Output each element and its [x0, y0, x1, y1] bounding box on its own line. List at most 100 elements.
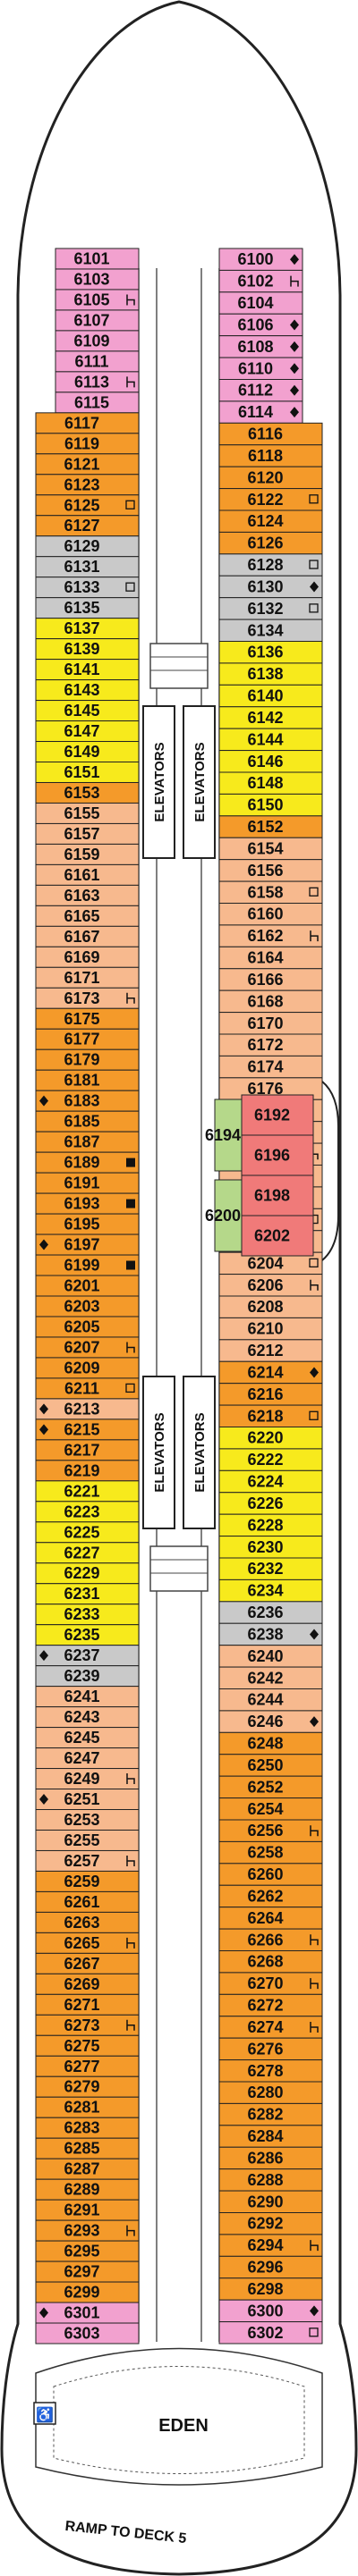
- cabin-6202[interactable]: [241, 1215, 314, 1257]
- cabin-6160[interactable]: [218, 903, 323, 926]
- cabin-6100[interactable]: [218, 248, 303, 271]
- cabin-6256[interactable]: [218, 1819, 323, 1842]
- cabin-6268[interactable]: [218, 1950, 323, 1974]
- cabin-6126[interactable]: [218, 531, 323, 555]
- cabin-6228[interactable]: [218, 1513, 323, 1537]
- cabin-6132[interactable]: [218, 597, 323, 620]
- cabin-6152[interactable]: [218, 815, 323, 838]
- cabin-label: 6244: [247, 1691, 283, 1709]
- cabin-6138[interactable]: [218, 662, 323, 686]
- diamond-icon: [310, 1716, 319, 1728]
- cabin-6122[interactable]: [218, 488, 323, 511]
- cabin-6264[interactable]: [218, 1907, 323, 1930]
- cabin-6220[interactable]: [218, 1427, 323, 1450]
- cabin-6124[interactable]: [218, 509, 323, 533]
- cabin-6240[interactable]: [218, 1645, 323, 1668]
- cabin-6218[interactable]: [218, 1404, 323, 1428]
- cabin-label: 6212: [247, 1342, 283, 1360]
- cabin-6146[interactable]: [218, 750, 323, 773]
- cabin-6102[interactable]: [218, 269, 303, 293]
- cabin-6104[interactable]: [218, 291, 303, 315]
- cabin-6274[interactable]: [218, 2016, 323, 2039]
- cabin-6288[interactable]: [218, 2168, 323, 2192]
- cabin-6110[interactable]: [218, 357, 303, 381]
- pulldown-bed-icon: [310, 1279, 319, 1291]
- cabin-6158[interactable]: [218, 880, 323, 904]
- cabin-6154[interactable]: [218, 837, 323, 861]
- cabin-6234[interactable]: [218, 1578, 323, 1603]
- cabin-6170[interactable]: [218, 1012, 323, 1035]
- cabin-label: 6117: [64, 414, 99, 432]
- cabin-6144[interactable]: [218, 728, 323, 752]
- cabin-6270[interactable]: [218, 1972, 323, 1995]
- cabin-6290[interactable]: [218, 2190, 323, 2213]
- cabin-label: 6256: [247, 1822, 283, 1839]
- cabin-6156[interactable]: [218, 859, 323, 882]
- cabin-6292[interactable]: [218, 2212, 323, 2235]
- diamond-icon: [290, 363, 299, 375]
- cabin-6232[interactable]: [218, 1557, 323, 1580]
- cabin-6248[interactable]: [218, 1731, 323, 1755]
- cabin-6212[interactable]: [218, 1339, 323, 1362]
- cabin-6142[interactable]: [218, 706, 323, 729]
- cabin-label: 6157: [64, 825, 99, 843]
- cabin-6118[interactable]: [218, 444, 323, 467]
- cabin-6208[interactable]: [218, 1295, 323, 1318]
- square-icon: [309, 560, 319, 569]
- cabin-label: 6265: [64, 1934, 99, 1952]
- cabin-6242[interactable]: [218, 1666, 323, 1690]
- cabin-label: 6185: [64, 1113, 99, 1131]
- cabin-6276[interactable]: [218, 2037, 323, 2061]
- cabin-6266[interactable]: [218, 1928, 323, 1951]
- cabin-6230[interactable]: [218, 1536, 323, 1559]
- cabin-label: 6131: [64, 558, 99, 576]
- cabin-6302[interactable]: [218, 2321, 323, 2344]
- cabin-6224[interactable]: [218, 1469, 323, 1494]
- cabin-6174[interactable]: [218, 1055, 323, 1079]
- cabin-6120[interactable]: [218, 466, 323, 490]
- cabin-6286[interactable]: [218, 2146, 323, 2170]
- cabin-6236[interactable]: [218, 1601, 323, 1624]
- cabin-label: 6282: [247, 2106, 283, 2124]
- pulldown-bed-icon: [126, 1937, 135, 1949]
- cabin-6194[interactable]: [214, 1099, 243, 1172]
- cabin-6166[interactable]: [218, 968, 323, 991]
- cabin-6282[interactable]: [218, 2102, 323, 2126]
- cabin-6244[interactable]: [218, 1688, 323, 1712]
- cabin-6210[interactable]: [218, 1317, 323, 1341]
- cabin-6216[interactable]: [218, 1383, 323, 1406]
- cabin-6303[interactable]: [35, 2322, 140, 2344]
- cabin-6112[interactable]: [218, 379, 303, 402]
- cabin-label: 6169: [64, 948, 99, 966]
- cabin-6238[interactable]: [218, 1622, 323, 1646]
- cabin-6162[interactable]: [218, 924, 323, 947]
- cabin-6164[interactable]: [218, 946, 323, 970]
- cabin-6150[interactable]: [218, 793, 323, 817]
- cabin-label: 6179: [64, 1051, 99, 1069]
- cabin-6298[interactable]: [218, 2277, 323, 2301]
- cabin-6128[interactable]: [218, 553, 323, 577]
- cabin-6116[interactable]: [218, 422, 323, 446]
- cabin-6148[interactable]: [218, 771, 323, 795]
- cabin-6136[interactable]: [218, 641, 323, 664]
- cabin-6106[interactable]: [218, 313, 303, 337]
- diamond-icon: [290, 319, 299, 331]
- cabin-label: 6245: [64, 1729, 99, 1747]
- cabin-6294[interactable]: [218, 2234, 323, 2257]
- cabin-label: 6268: [247, 1953, 283, 1971]
- cabin-6206[interactable]: [218, 1274, 323, 1297]
- cabin-6140[interactable]: [218, 684, 323, 708]
- cabin-6198[interactable]: [241, 1174, 314, 1216]
- cabin-6168[interactable]: [218, 989, 323, 1014]
- cabin-label: 6129: [64, 537, 99, 555]
- cabin-6200[interactable]: [214, 1179, 243, 1252]
- cabin-6250[interactable]: [218, 1754, 323, 1777]
- cabin-6258[interactable]: [218, 1840, 323, 1865]
- cabin-6296[interactable]: [218, 2255, 323, 2279]
- cabin-6284[interactable]: [218, 2125, 323, 2148]
- cabin-6262[interactable]: [218, 1884, 323, 1908]
- cabin-label: 6106: [237, 316, 273, 333]
- cabin-6252[interactable]: [218, 1775, 323, 1799]
- cabin-6130[interactable]: [218, 575, 323, 599]
- cabin-6172[interactable]: [218, 1033, 323, 1056]
